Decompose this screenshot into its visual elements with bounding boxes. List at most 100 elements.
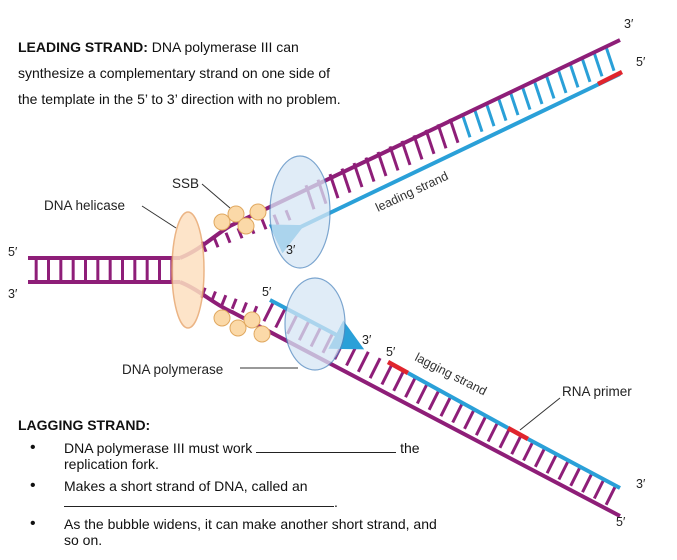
base-pair-rung	[520, 85, 532, 111]
ssb-proteins	[213, 203, 271, 343]
base-pair-rung	[533, 446, 547, 468]
end-label-3-top-right: 3′	[624, 17, 634, 31]
end-label-3-left: 3′	[8, 287, 18, 301]
base-pair-rung	[241, 301, 248, 314]
okazaki-rna-primer-2	[506, 426, 530, 441]
ssb-label: SSB	[172, 176, 199, 191]
answer-blank[interactable]	[64, 496, 334, 507]
base-pair-rung	[460, 112, 472, 138]
base-pair-rung	[556, 68, 568, 94]
bullet-item: Makes a short strand of DNA, called an .	[24, 478, 484, 510]
bullet-item: DNA polymerase III must work the replica…	[24, 440, 484, 472]
lagging-strand-heading: LAGGING STRAND:	[18, 417, 151, 433]
ssb-protein	[253, 325, 271, 343]
base-pair-rung	[392, 370, 406, 392]
leading-strand-text-1: DNA polymerase III can	[151, 39, 299, 55]
base-pair-rung	[262, 300, 276, 322]
parental-base-pairs	[34, 258, 174, 282]
ssb-protein	[249, 203, 267, 221]
base-pair-rung	[230, 298, 238, 310]
bullet-text: so on.	[64, 532, 103, 548]
base-pair-rung	[592, 51, 604, 77]
base-pair-rung	[508, 90, 520, 116]
base-pair-rung	[484, 101, 496, 127]
base-pair-rung	[274, 306, 288, 329]
bullet-text: DNA polymerase III must work	[64, 440, 253, 456]
base-pair-rung	[472, 107, 484, 133]
base-pair-rung	[224, 232, 232, 244]
okazaki-fragment-end	[527, 437, 621, 490]
lagging-strand-bullets: DNA polymerase III must work the replica…	[24, 440, 484, 554]
leading-rna-primer	[596, 69, 624, 87]
base-pair-rung	[463, 408, 476, 430]
leading-strand-paragraph-line1: LEADING STRAND: DNA polymerase III can	[18, 34, 299, 60]
base-pair-rung	[510, 433, 524, 455]
bullet-item: As the bubble widens, it can make anothe…	[24, 516, 484, 548]
base-pair-rung	[439, 395, 453, 417]
base-pair-rung	[356, 351, 370, 373]
lagging-dna-polymerase	[284, 277, 346, 371]
leading-strand-text-3: the template in the 5’ to 3’ direction w…	[18, 91, 341, 107]
ssb-protein	[237, 217, 255, 235]
leading-dna-polymerase	[269, 155, 331, 269]
base-pair-rung	[557, 458, 571, 481]
base-pair-rung	[474, 414, 488, 436]
bullet-text: Makes a short strand of DNA, called an	[64, 478, 308, 494]
base-pair-rung	[404, 376, 417, 398]
bullet-text: .	[334, 494, 338, 510]
bullet-text: the	[400, 440, 420, 456]
end-label-5-left: 5′	[8, 245, 18, 259]
leading-strand-heading: LEADING STRAND:	[18, 39, 148, 55]
ssb-protein	[213, 309, 231, 327]
base-pair-rung	[486, 420, 500, 443]
answer-blank[interactable]	[256, 442, 397, 453]
rna-primer-label: RNA primer	[562, 384, 632, 399]
dna-helicase-shape	[171, 211, 205, 329]
base-pair-rung	[604, 46, 616, 72]
base-pair-rung	[568, 62, 580, 88]
base-pair-rung	[522, 439, 535, 462]
base-pair-rung	[532, 79, 544, 105]
ssb-leader-line	[201, 183, 231, 209]
base-pair-rung	[415, 382, 429, 405]
base-pair-rung	[220, 294, 228, 306]
leading-strand-text-2: synthesize a complementary strand on one…	[18, 65, 331, 81]
ssb-protein	[229, 319, 247, 337]
parental-duplex	[28, 256, 180, 284]
end-label-3-bottom-right: 3′	[636, 477, 646, 491]
base-pair-rung	[544, 73, 556, 99]
leading-new-strand	[268, 72, 621, 254]
base-pair-rung	[368, 357, 382, 379]
bullet-text: As the bubble widens, it can make anothe…	[64, 516, 437, 532]
end-label-lagging-5: 5′	[262, 285, 272, 299]
base-pair-rung	[592, 477, 606, 500]
okazaki-rna-primer-1	[386, 360, 410, 375]
primer-leader-line	[519, 397, 561, 431]
dna-polymerase-label: DNA polymerase	[122, 362, 223, 377]
end-label-leading-3: 3′	[286, 243, 296, 257]
base-pair-rung	[448, 118, 460, 144]
base-pair-rung	[427, 389, 441, 411]
base-pair-rung	[604, 484, 618, 506]
base-pair-rung	[260, 218, 268, 230]
ssb-protein	[243, 311, 261, 329]
base-pair-rung	[569, 465, 583, 487]
base-pair-rung	[496, 96, 508, 122]
base-pair-rung	[545, 452, 559, 474]
end-label-5-bottom-right: 5′	[616, 515, 626, 529]
helicase-leader-line	[141, 205, 177, 229]
end-label-okazaki-5: 5′	[386, 345, 396, 359]
base-pair-rung	[451, 401, 465, 424]
dna-helicase-label: DNA helicase	[44, 198, 125, 213]
okazaki-fragment	[407, 371, 509, 430]
end-label-5-top-right: 5′	[636, 55, 646, 69]
base-pair-rung	[345, 344, 358, 367]
ssb-protein	[227, 205, 245, 223]
ssb-protein	[213, 213, 231, 231]
base-pair-rung	[498, 427, 512, 449]
leading-arm-base-pairs	[200, 46, 616, 253]
end-label-okazaki-3: 3′	[362, 333, 372, 347]
base-pair-rung	[581, 471, 594, 493]
base-pair-rung	[380, 363, 394, 386]
bullet-text: replication fork.	[64, 456, 159, 472]
